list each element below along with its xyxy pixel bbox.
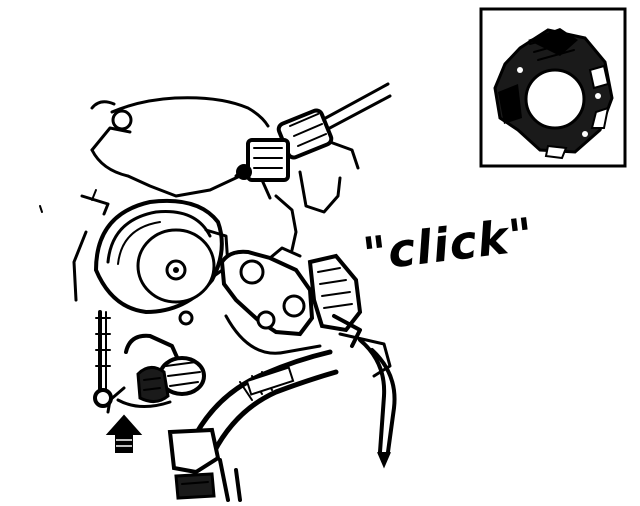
upper-connector: [236, 108, 334, 200]
stray-mark: [39, 205, 43, 213]
pulley: [93, 198, 230, 326]
arrow-up-icon: [105, 414, 143, 453]
engine-housing: [72, 96, 360, 355]
inset-detail: [479, 7, 627, 168]
dipstick-rod: [93, 310, 113, 408]
right-hose: [358, 338, 397, 469]
main-hose: [193, 349, 339, 502]
mounting-bracket: [219, 246, 315, 337]
connector-detail-icon: [493, 28, 614, 160]
lower-fitting: [167, 427, 221, 500]
upper-cable: [320, 82, 392, 132]
hose-clamp: [106, 333, 206, 414]
